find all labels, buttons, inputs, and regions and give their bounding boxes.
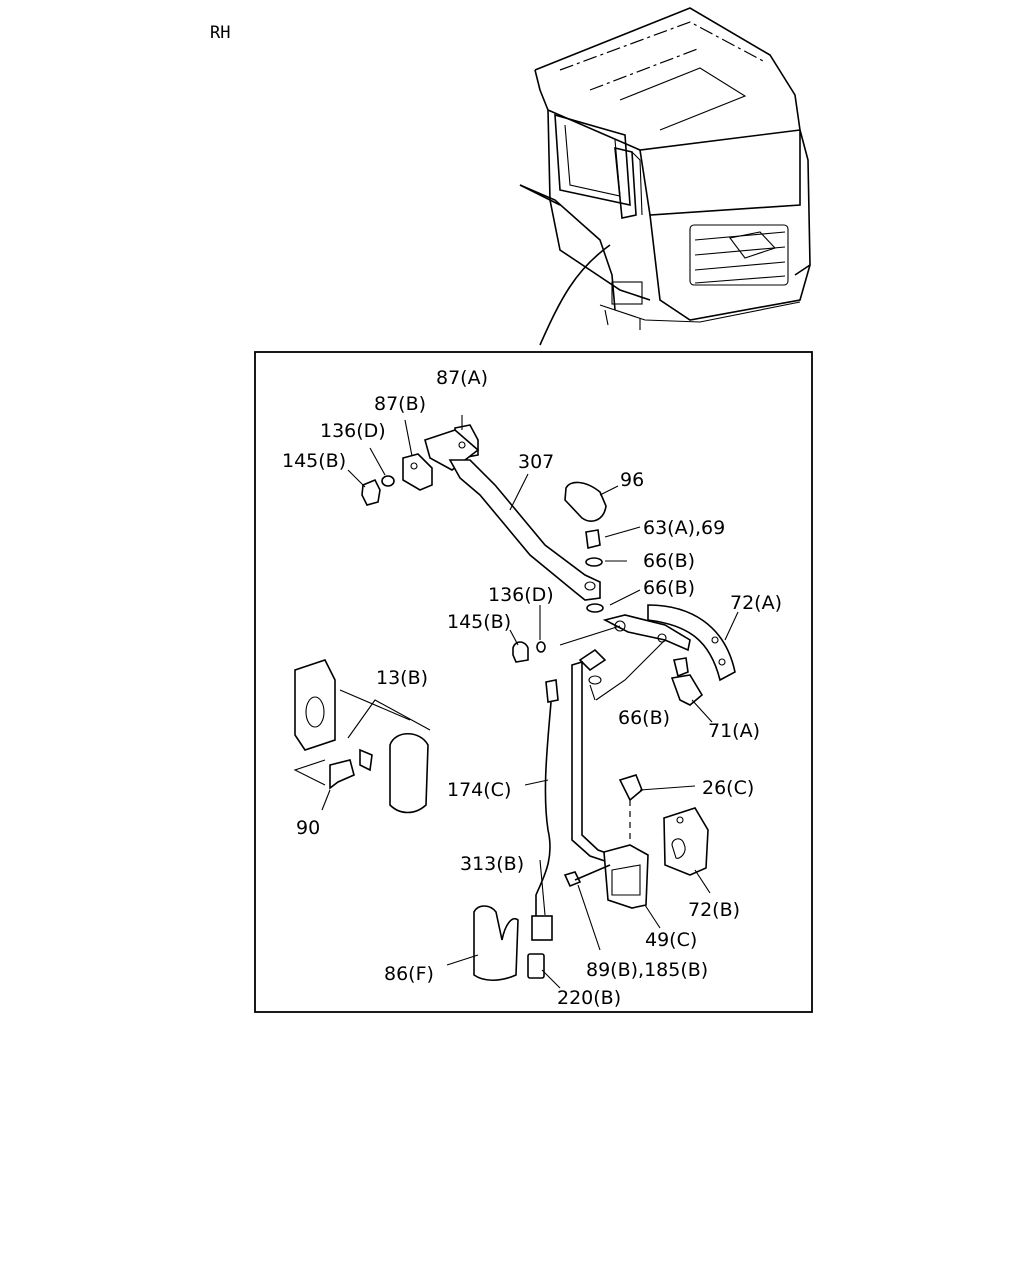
connector-313b [531, 915, 553, 941]
callout-86f: 86(F) [384, 963, 434, 985]
callout-136d-mid: 136(D) [488, 584, 554, 606]
callout-87a: 87(A) [436, 367, 488, 389]
cap-63a [585, 529, 601, 549]
callout-72a: 72(A) [730, 592, 782, 614]
callout-13b: 13(B) [376, 667, 428, 689]
callout-145b-mid: 145(B) [447, 611, 511, 633]
callout-63a-69: 63(A),69 [643, 517, 725, 539]
callout-96: 96 [620, 469, 644, 491]
bracket-87b-plate [402, 453, 433, 491]
lens-cover [389, 732, 429, 814]
callout-66b-3: 66(B) [618, 707, 670, 729]
clip-71a [670, 674, 704, 706]
mirror-parts [293, 424, 736, 982]
bulb-96 [564, 481, 607, 522]
lamp-housing [294, 659, 336, 751]
base-49c [603, 844, 649, 909]
socket-90 [329, 759, 355, 790]
callout-220b: 220(B) [557, 987, 621, 1009]
plug-220b [527, 953, 545, 979]
washer-136d-top [381, 475, 395, 487]
nut-145b-top [361, 478, 381, 506]
callout-66b-2: 66(B) [643, 577, 695, 599]
callout-89b-185b: 89(B),185(B) [586, 959, 708, 981]
detail-frame [254, 351, 813, 1013]
clip-26c [618, 774, 643, 802]
plate-72a [647, 604, 736, 682]
callout-labels: 87(A) 87(B) 136(D) 145(B) 307 96 63(A),6… [282, 367, 782, 1009]
cover-86f [473, 905, 519, 982]
callout-90: 90 [296, 817, 320, 839]
mirror-arm-307 [448, 459, 601, 601]
callout-87b: 87(B) [374, 393, 426, 415]
callout-313b: 313(B) [460, 853, 524, 875]
callout-136d-top: 136(D) [320, 420, 386, 442]
callout-66b-1: 66(B) [643, 550, 695, 572]
callout-71a: 71(A) [708, 720, 760, 742]
callout-49c: 49(C) [645, 929, 697, 951]
callout-145b-top: 145(B) [282, 450, 346, 472]
side-label: RH [210, 23, 230, 43]
callout-307: 307 [518, 451, 554, 473]
leader-lines [321, 415, 739, 989]
callout-174c: 174(C) [447, 779, 511, 801]
callout-26c: 26(C) [702, 777, 754, 799]
truck-cab-illustration [519, 7, 811, 346]
plate-72b [663, 807, 709, 876]
callout-72b: 72(B) [688, 899, 740, 921]
